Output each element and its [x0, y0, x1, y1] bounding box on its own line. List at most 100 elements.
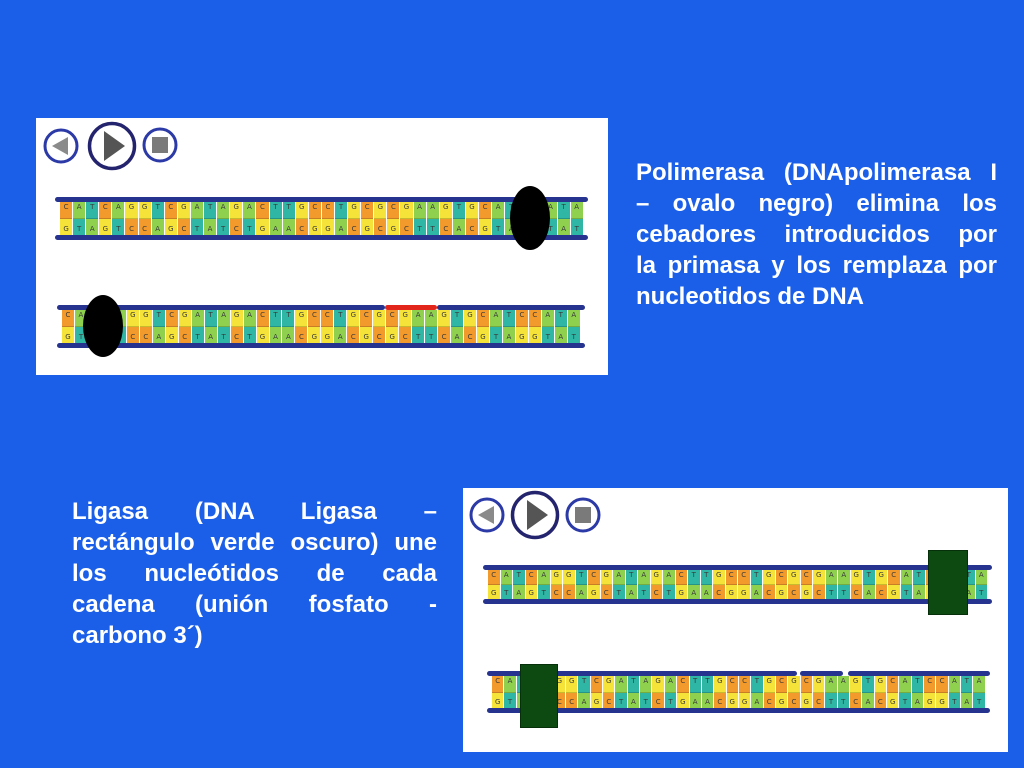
- base-letter: G: [728, 589, 734, 597]
- base-letter: G: [65, 333, 71, 341]
- nucleotide-bottom: A: [863, 585, 875, 599]
- base-letter: A: [76, 203, 82, 211]
- backbone-bottom: [483, 599, 992, 604]
- base-letter: G: [259, 333, 266, 341]
- base-letter: C: [402, 333, 408, 341]
- nucleotide-top: G: [566, 676, 578, 693]
- base-letter: G: [889, 698, 896, 706]
- nucleotide-bottom: G: [525, 585, 537, 599]
- nucleotide-top: A: [217, 310, 230, 327]
- play-button[interactable]: [510, 490, 560, 540]
- base-letter: C: [142, 225, 148, 233]
- base-letter: C: [717, 698, 723, 706]
- base-letter: G: [603, 571, 609, 579]
- nucleotide-top: T: [575, 570, 587, 585]
- nucleotide-top: G: [126, 310, 139, 327]
- nucleotide-top: C: [256, 202, 269, 219]
- nucleotide-bottom: A: [152, 327, 165, 343]
- nucleotide-bottom: T: [489, 327, 502, 343]
- nucleotide-top: C: [479, 202, 492, 219]
- nucleotide-bottom: G: [321, 219, 334, 235]
- base-letter: G: [63, 225, 69, 233]
- base-letter: A: [246, 203, 252, 211]
- base-letter: G: [569, 677, 575, 685]
- rewind-button[interactable]: [43, 128, 79, 164]
- base-letter: C: [130, 333, 136, 341]
- nucleotide-top: A: [899, 676, 911, 693]
- nucleotide-top: G: [763, 676, 775, 693]
- backbone-top: [487, 671, 797, 676]
- nucleotide-top: T: [451, 310, 464, 327]
- nucleotide-bottom: T: [825, 692, 837, 708]
- nucleotide-top: G: [563, 570, 575, 585]
- nucleotide-bottom: G: [528, 327, 541, 343]
- nucleotide-top: C: [588, 570, 600, 585]
- nucleotide-bottom: C: [713, 585, 725, 599]
- base-letter: G: [653, 571, 659, 579]
- nucleotide-top: C: [887, 676, 899, 693]
- stop-button[interactable]: [142, 127, 178, 163]
- stop-button[interactable]: [565, 497, 601, 533]
- nucleotide-bottom: A: [578, 692, 590, 708]
- base-letter: C: [65, 311, 71, 319]
- base-letter: C: [325, 203, 331, 211]
- base-letter: G: [181, 203, 187, 211]
- play-button[interactable]: [87, 121, 137, 171]
- base-letter: C: [791, 698, 797, 706]
- nucleotide-top: A: [640, 676, 652, 693]
- base-letter: G: [729, 698, 735, 706]
- nucleotide-top: A: [973, 676, 985, 693]
- rewind-button[interactable]: [469, 497, 505, 533]
- base-letter: G: [259, 225, 266, 233]
- nucleotide-bottom: T: [900, 585, 912, 599]
- base-letter: G: [815, 677, 822, 685]
- nucleotide-top: T: [282, 202, 295, 219]
- nucleotide-top: A: [191, 310, 204, 327]
- base-letter: C: [311, 311, 317, 319]
- base-letter: C: [376, 333, 382, 341]
- base-letter: C: [803, 571, 809, 579]
- polimerasa-description: Polimerasa (DNApolimerasa I – ovalo negr…: [636, 157, 997, 312]
- nucleotide-top: C: [528, 310, 541, 327]
- base-letter: C: [377, 225, 383, 233]
- base-letter: C: [742, 677, 747, 685]
- base-letter: G: [680, 698, 686, 706]
- nucleotide-top: G: [465, 202, 478, 219]
- base-letter: T: [571, 333, 576, 341]
- base-letter: A: [902, 677, 908, 685]
- nucleotide-top: A: [613, 570, 625, 585]
- nucleotide-bottom: G: [590, 692, 603, 708]
- base-letter: G: [519, 333, 525, 341]
- nucleotide-top: C: [888, 570, 900, 585]
- nucleotide-bottom: T: [615, 692, 627, 708]
- nucleotide-bottom: C: [603, 692, 615, 708]
- nucleotide-top: T: [86, 202, 99, 219]
- base-letter: T: [979, 589, 984, 597]
- nucleotide-top: A: [541, 310, 554, 327]
- base-letter: G: [351, 203, 357, 211]
- base-letter: A: [495, 203, 501, 211]
- base-letter: C: [927, 677, 933, 685]
- nucleotide-top: C: [590, 676, 603, 693]
- nucleotide-top: A: [664, 676, 677, 693]
- base-letter: A: [503, 571, 509, 579]
- nucleotide-bottom: G: [800, 692, 812, 708]
- base-letter: G: [482, 225, 488, 233]
